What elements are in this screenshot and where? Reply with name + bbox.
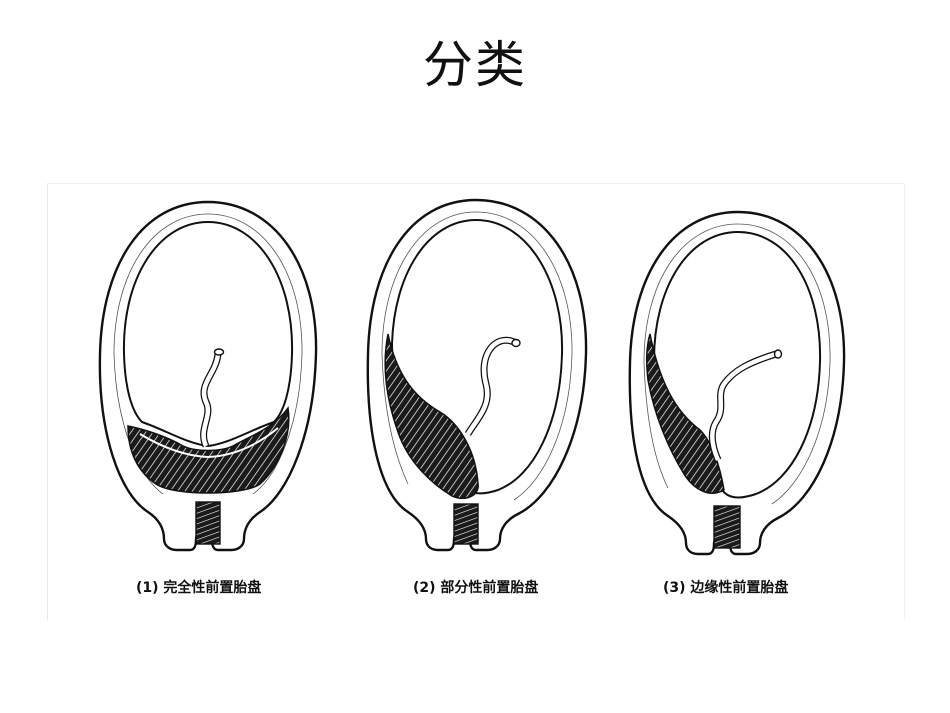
slide-title: 分类 — [423, 36, 527, 94]
uterus-marginal-previa — [628, 210, 846, 556]
placenta-previa-illustration — [98, 198, 846, 556]
caption-marginal-previa: (3) 边缘性前置胎盘 — [663, 580, 789, 596]
uterus-partial-previa — [366, 198, 588, 552]
caption-complete-previa: (1) 完全性前置胎盘 — [136, 580, 262, 596]
placenta-previa-figure: (1) 完全性前置胎盘 (2) 部分性前置胎盘 (3) 边缘性前置胎盘 — [47, 183, 905, 620]
caption-partial-previa: (2) 部分性前置胎盘 — [413, 580, 539, 596]
uterus-complete-previa — [98, 200, 318, 552]
